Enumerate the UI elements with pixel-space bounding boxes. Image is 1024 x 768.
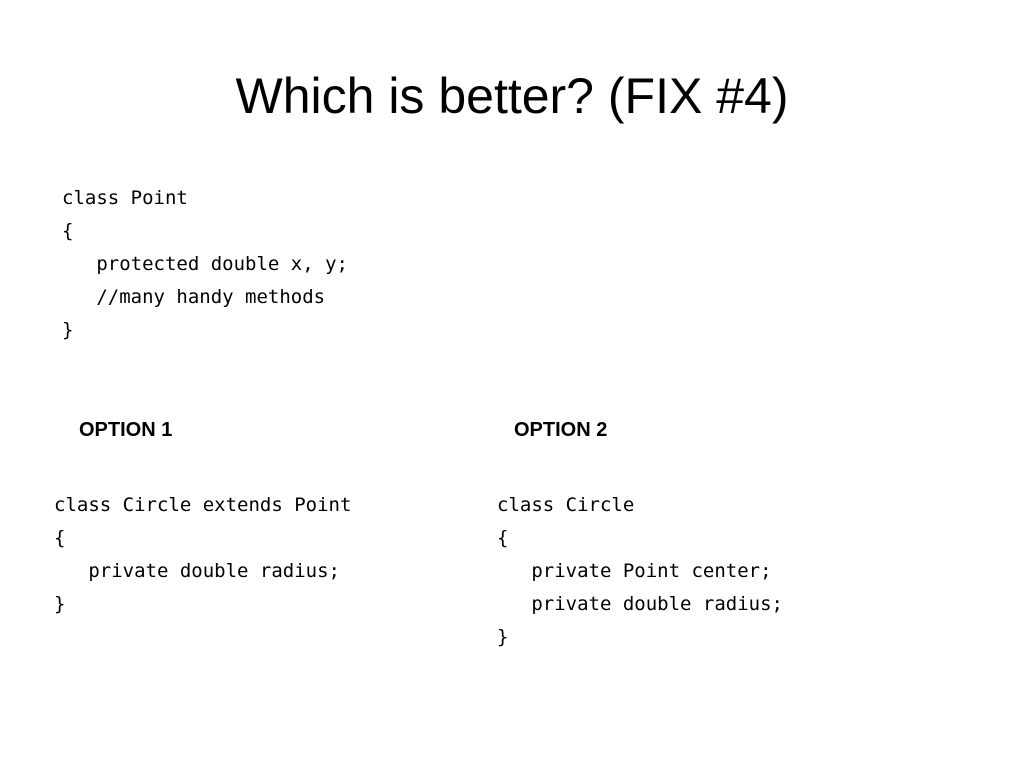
option2-label: OPTION 2 bbox=[514, 419, 608, 441]
code-line: //many handy methods bbox=[62, 286, 326, 308]
code-line: private Point center; bbox=[497, 560, 772, 582]
code-line: class Point bbox=[62, 187, 188, 209]
point-class-code: class Point { protected double x, y; //m… bbox=[62, 182, 348, 347]
code-line: } bbox=[54, 593, 66, 615]
code-line: private double radius; bbox=[54, 560, 340, 582]
code-line: } bbox=[497, 626, 509, 648]
option2-code: class Circle { private Point center; pri… bbox=[497, 489, 783, 654]
code-line: { bbox=[497, 527, 509, 549]
code-line: protected double x, y; bbox=[62, 253, 348, 275]
option1-label: OPTION 1 bbox=[79, 419, 173, 441]
code-line: { bbox=[54, 527, 66, 549]
code-line: } bbox=[62, 319, 74, 341]
code-line: private double radius; bbox=[497, 593, 783, 615]
code-line: { bbox=[62, 220, 74, 242]
code-line: class Circle bbox=[497, 494, 635, 516]
code-line: class Circle extends Point bbox=[54, 494, 352, 516]
slide-title: Which is better? (FIX #4) bbox=[235, 68, 789, 124]
option1-code: class Circle extends Point { private dou… bbox=[54, 489, 351, 621]
